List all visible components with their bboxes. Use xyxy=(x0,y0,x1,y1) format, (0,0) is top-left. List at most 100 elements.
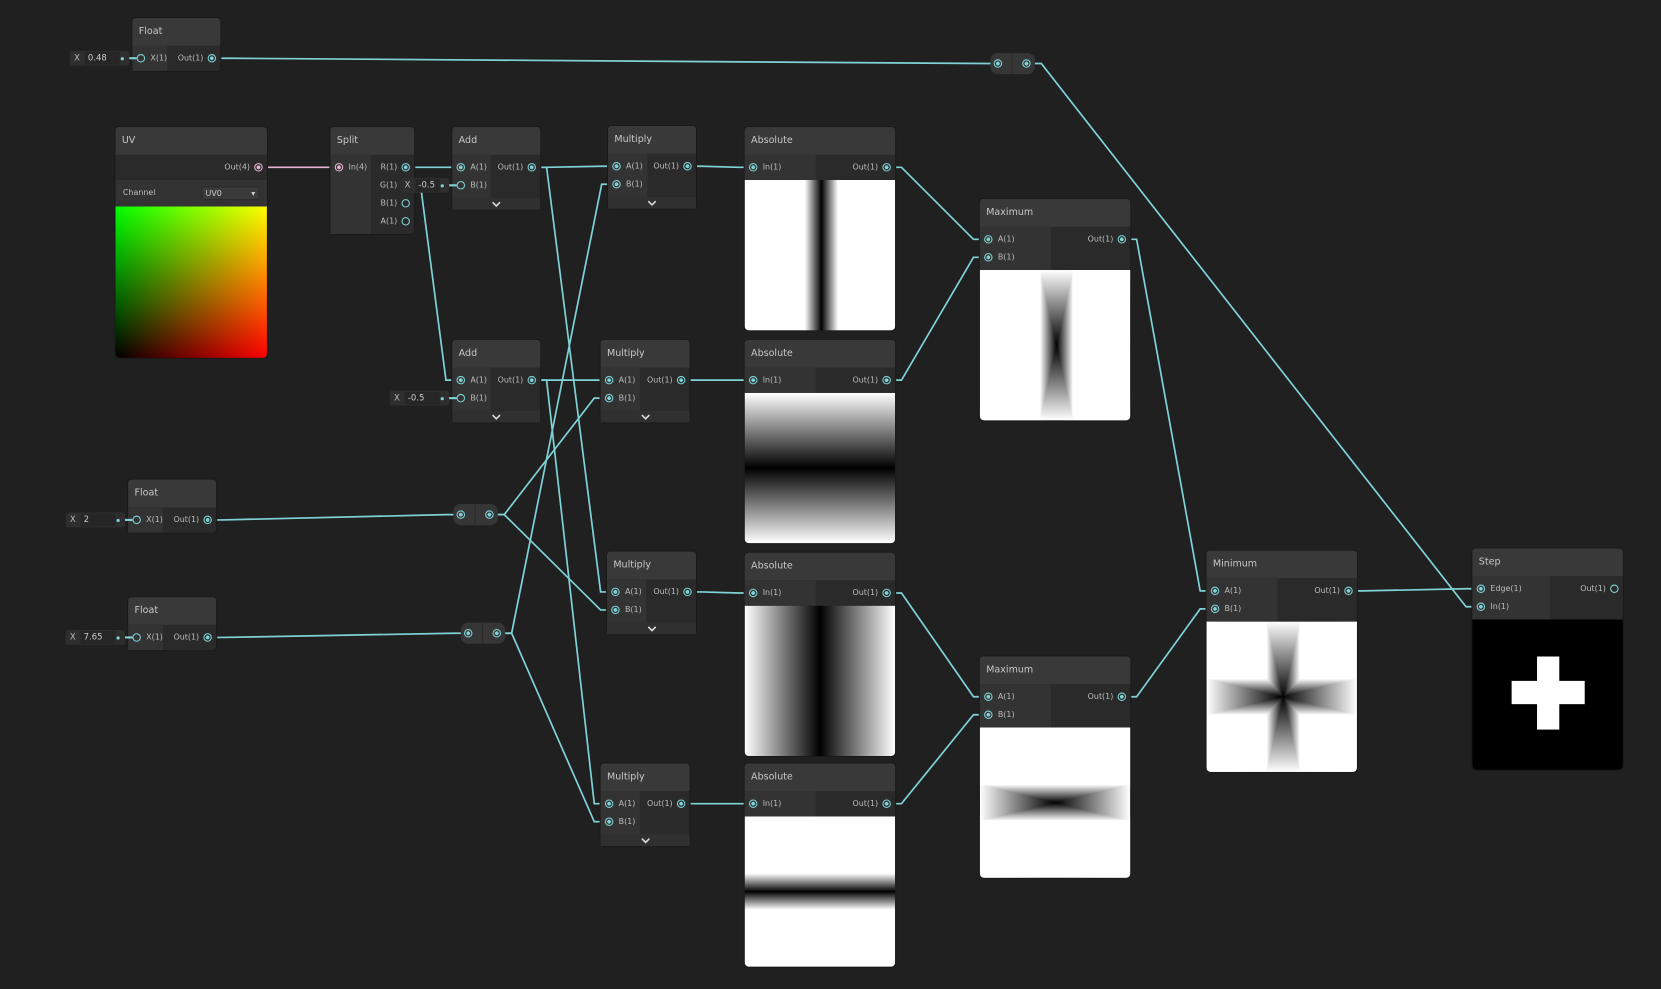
port-icon[interactable] xyxy=(456,162,465,172)
port-icon[interactable] xyxy=(604,817,614,826)
port-icon[interactable] xyxy=(136,53,145,63)
port-icon[interactable] xyxy=(1021,58,1031,68)
port-icon[interactable] xyxy=(1476,584,1485,593)
value-input[interactable]: 7.65 xyxy=(80,631,116,644)
node-title[interactable]: Float xyxy=(128,479,217,508)
expand-chevron-button[interactable] xyxy=(600,410,690,423)
node-title[interactable]: Absolute xyxy=(744,127,896,155)
node-title[interactable]: Multiply xyxy=(600,339,690,368)
wire-mul3-out0-to-abs3-in0[interactable] xyxy=(691,591,749,594)
node-title[interactable]: Float xyxy=(132,18,221,46)
port-icon[interactable] xyxy=(492,628,501,638)
port-icon[interactable] xyxy=(132,632,141,642)
node-title[interactable]: Step xyxy=(1472,548,1623,577)
wire-rr3-out-to-mul4-in1[interactable] xyxy=(501,632,605,823)
port-icon[interactable] xyxy=(882,162,891,172)
port-icon[interactable] xyxy=(1117,692,1126,701)
node-title[interactable]: Absolute xyxy=(744,339,896,368)
port-icon[interactable] xyxy=(401,162,410,172)
inline-value-field[interactable]: X-0.5 xyxy=(400,177,450,193)
port-icon[interactable] xyxy=(456,180,465,190)
port-icon[interactable] xyxy=(676,799,686,808)
port-icon[interactable] xyxy=(1210,604,1219,613)
node-title[interactable]: Multiply xyxy=(600,763,690,791)
reroute-node[interactable] xyxy=(453,504,498,526)
node-title[interactable]: Absolute xyxy=(744,552,896,581)
node-title[interactable]: Add xyxy=(452,339,541,368)
port-icon[interactable] xyxy=(748,799,758,808)
node-title[interactable]: Minimum xyxy=(1206,550,1357,579)
wire-abs3-out0-to-max2-in0[interactable] xyxy=(890,592,985,698)
port-icon[interactable] xyxy=(1343,586,1353,595)
wire-add2-out0-to-mul4-in0[interactable] xyxy=(536,379,605,805)
port-icon[interactable] xyxy=(748,588,758,597)
port-icon[interactable] xyxy=(253,162,263,172)
port-icon[interactable] xyxy=(456,375,465,385)
port-icon[interactable] xyxy=(1609,584,1619,593)
expand-chevron-button[interactable] xyxy=(600,834,690,847)
port-icon[interactable] xyxy=(456,510,465,519)
port-icon[interactable] xyxy=(748,162,758,172)
wire-add1-out0-to-mul1-in0[interactable] xyxy=(536,165,613,169)
port-icon[interactable] xyxy=(882,799,891,808)
port-icon[interactable] xyxy=(610,605,620,614)
value-input[interactable]: -0.5 xyxy=(415,178,440,192)
port-icon[interactable] xyxy=(611,179,621,189)
port-icon[interactable] xyxy=(682,587,692,596)
port-icon[interactable] xyxy=(610,587,620,596)
value-input[interactable]: 0.48 xyxy=(84,51,120,65)
port-icon[interactable] xyxy=(527,375,536,385)
node-title[interactable]: Maximum xyxy=(979,656,1131,685)
wire-max2-out0-to-min-in1[interactable] xyxy=(1126,608,1211,698)
node-title[interactable]: Multiply xyxy=(606,551,696,580)
node-title[interactable]: Maximum xyxy=(979,199,1131,227)
node-title[interactable]: Add xyxy=(452,127,541,155)
port-icon[interactable] xyxy=(484,510,494,519)
port-icon[interactable] xyxy=(527,162,536,172)
node-title[interactable]: UV xyxy=(115,127,267,155)
port-icon[interactable] xyxy=(993,58,1002,68)
port-icon[interactable] xyxy=(1210,586,1219,595)
port-icon[interactable] xyxy=(676,375,686,385)
expand-chevron-button[interactable] xyxy=(608,196,696,209)
port-icon[interactable] xyxy=(748,375,758,385)
node-title[interactable]: Absolute xyxy=(744,763,896,791)
port-icon[interactable] xyxy=(604,393,614,403)
port-icon[interactable] xyxy=(682,161,692,171)
wire-rr1-out-to-step-in1[interactable] xyxy=(1030,62,1477,608)
wire-mul1-out0-to-abs1-in0[interactable] xyxy=(691,165,749,169)
port-icon[interactable] xyxy=(401,216,410,226)
port-icon[interactable] xyxy=(1476,602,1485,611)
expand-chevron-button[interactable] xyxy=(452,410,541,423)
wire-abs1-out0-to-max1-in0[interactable] xyxy=(890,166,985,241)
reroute-node[interactable] xyxy=(460,622,506,644)
node-title[interactable]: Multiply xyxy=(608,126,696,154)
wire-abs4-out0-to-max2-in1[interactable] xyxy=(890,713,985,805)
port-icon[interactable] xyxy=(203,632,212,642)
reroute-node[interactable] xyxy=(990,52,1035,75)
port-icon[interactable] xyxy=(203,515,212,524)
wire-float2-out0-to-rr2-in[interactable] xyxy=(211,513,457,521)
port-icon[interactable] xyxy=(882,588,891,597)
wire-min-out0-to-step-in0[interactable] xyxy=(1352,587,1477,592)
port-icon[interactable] xyxy=(334,162,343,172)
